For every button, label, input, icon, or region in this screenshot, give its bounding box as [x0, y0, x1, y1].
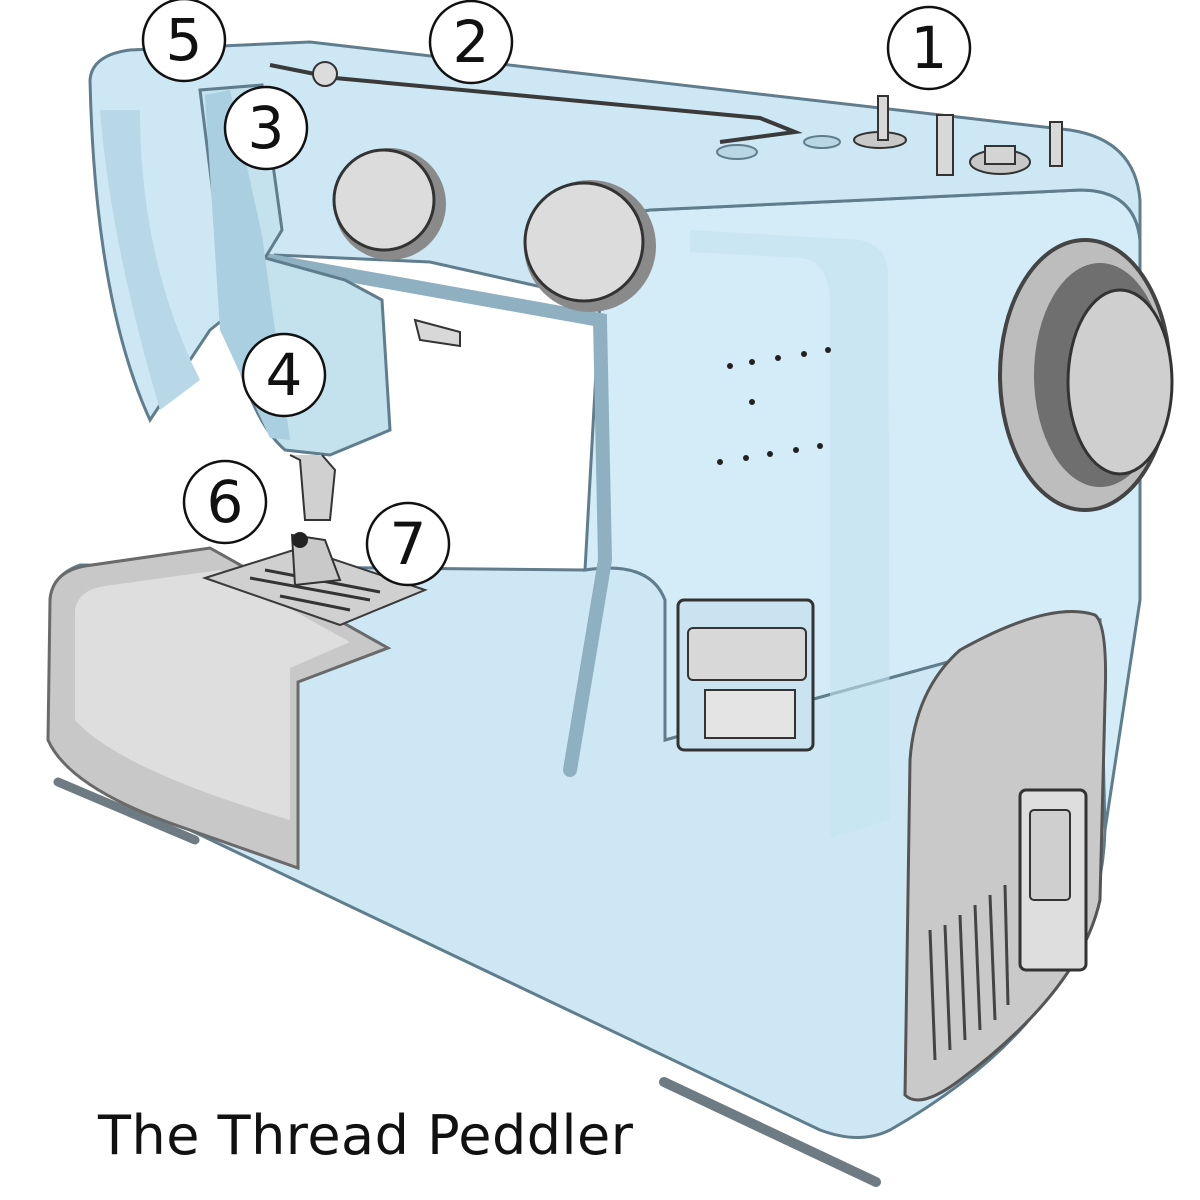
spool-pins — [853, 95, 1063, 176]
callout-4-number: 4 — [266, 341, 303, 409]
callout-5-number: 5 — [166, 6, 203, 74]
callout-6: 6 — [182, 459, 268, 545]
brand-caption: The Thread Peddler — [98, 1104, 634, 1167]
thread-guide — [269, 61, 841, 160]
callout-2-number: 2 — [453, 8, 490, 76]
callout-7: 7 — [365, 501, 451, 587]
callout-1-number: 1 — [911, 14, 948, 82]
callout-3: 3 — [223, 85, 309, 171]
machine-feet — [53, 777, 881, 1187]
callout-2: 2 — [428, 0, 514, 85]
handwheel — [998, 238, 1174, 512]
callout-5: 5 — [141, 0, 227, 83]
callout-6-number: 6 — [207, 468, 244, 536]
callout-3-number: 3 — [248, 94, 285, 162]
callout-7-number: 7 — [390, 510, 427, 578]
stitch-width-dial — [523, 180, 656, 312]
stitch-length-dial — [332, 148, 446, 260]
callout-1: 1 — [886, 5, 972, 91]
callout-4: 4 — [241, 332, 327, 418]
